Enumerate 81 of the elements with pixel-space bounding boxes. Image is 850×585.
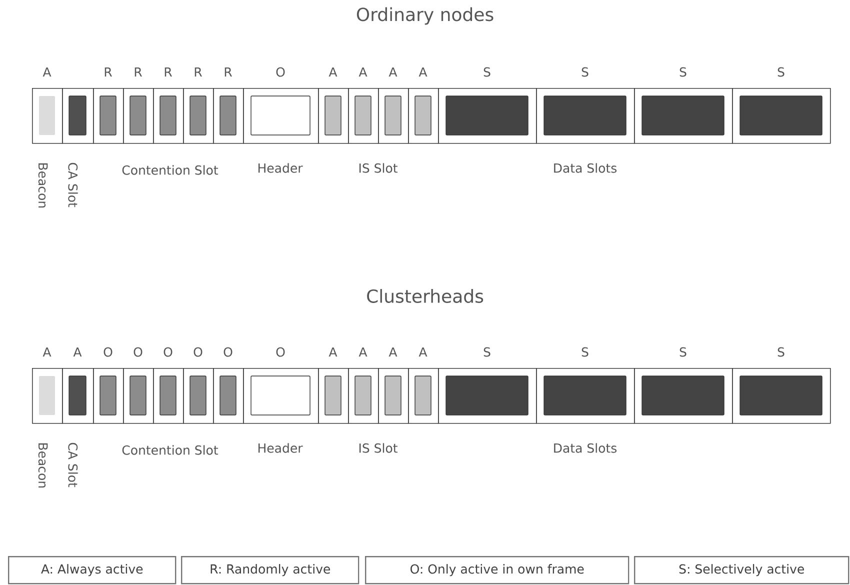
slot-label: Data Slots <box>554 163 617 173</box>
slot-box <box>378 368 409 424</box>
slot-letter: O <box>276 67 285 77</box>
slot-label: CA Slot <box>68 162 78 208</box>
slot-box <box>318 88 349 144</box>
slot-letter: A <box>358 347 368 357</box>
slot-box <box>93 368 124 424</box>
slot-box <box>183 88 214 144</box>
slot-box <box>348 88 379 144</box>
slot-letter: O <box>276 347 285 357</box>
slot-label: IS Slot <box>359 163 398 173</box>
legend-box: S: Selectively active <box>634 556 850 584</box>
slot-box <box>213 368 244 424</box>
slot-box <box>32 368 63 424</box>
slot-letter: R <box>224 67 232 77</box>
slot-letter: A <box>328 67 338 77</box>
slot-label: Data Slots <box>554 443 617 453</box>
slot-letter: A <box>42 67 52 77</box>
slot-letter: O <box>224 347 232 357</box>
slot-box <box>408 88 439 144</box>
slot-letter: A <box>42 347 52 357</box>
slot-letter: S <box>484 67 490 77</box>
slot-letter: O <box>134 347 142 357</box>
slot-box <box>408 368 439 424</box>
slot-label: Beacon <box>38 443 48 488</box>
slot-letter: S <box>680 67 686 77</box>
slot-letter: A <box>73 347 82 357</box>
slot-letter: S <box>582 67 588 77</box>
slot-letter: S <box>582 347 588 357</box>
slot-box <box>243 88 319 144</box>
slot-letter: S <box>680 347 686 357</box>
slot-letter: R <box>164 67 172 77</box>
slot-box <box>634 368 733 424</box>
slot-box <box>732 88 831 144</box>
slot-box <box>536 88 635 144</box>
slot-label: Contention Slot <box>122 165 218 175</box>
frame-heading: Ordinary nodes <box>356 7 494 25</box>
slot-label: Header <box>258 163 303 173</box>
legend-box: O: Only active in own frame <box>365 556 630 584</box>
slot-box <box>123 368 154 424</box>
slot-box <box>62 88 94 144</box>
slot-box <box>438 88 537 144</box>
slot-box <box>348 368 379 424</box>
slot-box <box>62 368 94 424</box>
slot-letter: S <box>778 347 784 357</box>
slot-letter: R <box>134 67 142 77</box>
slot-box <box>378 88 409 144</box>
slot-box <box>732 368 831 424</box>
slot-letter: A <box>418 347 428 357</box>
slot-letter: A <box>388 67 398 77</box>
slot-box <box>123 88 154 144</box>
slot-box <box>318 368 349 424</box>
slot-box <box>634 88 733 144</box>
slot-label: Contention Slot <box>122 445 218 455</box>
slot-box <box>536 368 635 424</box>
slot-letter: A <box>328 347 338 357</box>
slot-label: Beacon <box>38 163 48 208</box>
slot-letter: A <box>388 347 398 357</box>
slot-letter: A <box>418 67 428 77</box>
legend-box: R: Randomly active <box>181 556 360 584</box>
slot-box <box>183 368 214 424</box>
slot-letter: R <box>104 67 112 77</box>
legend-box: A: Always active <box>8 556 176 584</box>
slot-letter: O <box>194 347 202 357</box>
slot-box <box>243 368 319 424</box>
slot-label: Header <box>258 443 303 453</box>
slot-box <box>213 88 244 144</box>
slot-letter: S <box>778 67 784 77</box>
frame-heading: Clusterheads <box>367 289 484 303</box>
slot-box <box>438 368 537 424</box>
slot-label: CA Slot <box>68 442 78 488</box>
slot-letter: R <box>194 67 202 77</box>
slot-letter: O <box>164 347 172 357</box>
slot-box <box>93 88 124 144</box>
slot-box <box>153 88 184 144</box>
slot-box <box>153 368 184 424</box>
slot-label: IS Slot <box>359 443 398 453</box>
slot-letter: S <box>484 347 490 357</box>
slot-letter: O <box>104 347 112 357</box>
slot-box <box>32 88 63 144</box>
slot-letter: A <box>358 67 368 77</box>
